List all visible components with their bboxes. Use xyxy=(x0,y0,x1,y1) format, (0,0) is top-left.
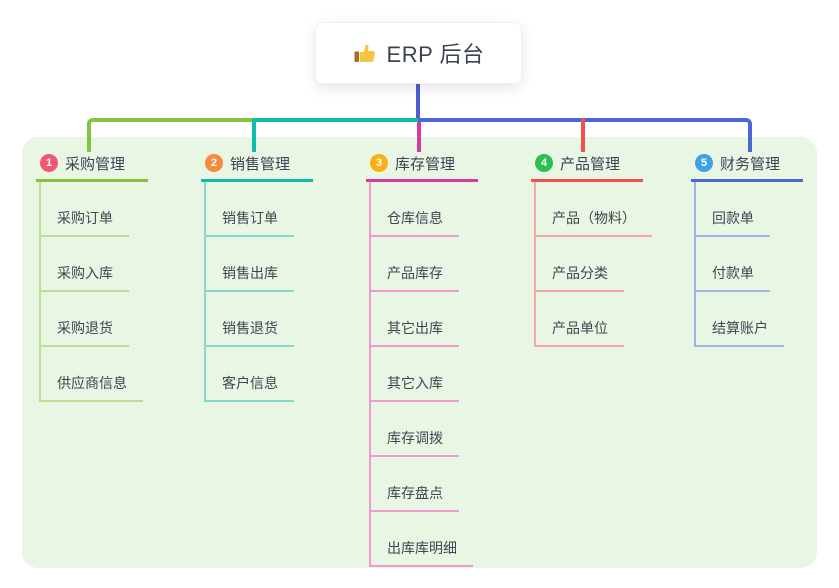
child-node[interactable]: 付款单 xyxy=(694,263,770,292)
branch-trunk-line xyxy=(534,182,536,347)
branch-number-badge: 3 xyxy=(370,154,388,172)
child-node[interactable]: 客户信息 xyxy=(204,373,294,402)
child-node[interactable]: 产品单位 xyxy=(534,318,624,347)
child-row: 销售出库 xyxy=(201,237,313,292)
branch-4: 4 产品管理产品（物料） 产品分类产品单位 xyxy=(531,150,652,347)
child-row: 销售订单 xyxy=(201,182,313,237)
child-node[interactable]: 产品（物料） xyxy=(534,208,652,237)
branch-number-badge: 2 xyxy=(205,154,223,172)
branch-label: 财务管理 xyxy=(720,155,781,173)
branch-label: 采购管理 xyxy=(65,155,126,173)
child-row: 库存调拨 xyxy=(366,402,478,457)
root-node-label: ERP 后台 xyxy=(386,42,485,67)
root-stem-line xyxy=(416,84,420,120)
child-row: 采购入库 xyxy=(36,237,148,292)
root-node[interactable]: ERP 后台 xyxy=(315,22,522,84)
child-row: 采购订单 xyxy=(36,182,148,237)
branches-panel xyxy=(22,137,817,568)
child-node[interactable]: 销售退货 xyxy=(204,318,294,347)
child-node[interactable]: 供应商信息 xyxy=(39,373,143,402)
child-node[interactable]: 仓库信息 xyxy=(369,208,459,237)
branch-2: 2 销售管理销售订单销售出库销售退货客户信息 xyxy=(201,150,313,402)
child-row: 其它出库 xyxy=(366,292,478,347)
branch-number-badge: 4 xyxy=(535,154,553,172)
thumbs-up-icon xyxy=(354,44,375,62)
child-node[interactable]: 回款单 xyxy=(694,208,770,237)
branch-trunk-line xyxy=(369,182,371,567)
child-node[interactable]: 产品分类 xyxy=(534,263,624,292)
child-node[interactable]: 其它出库 xyxy=(369,318,459,347)
branch-node-3[interactable]: 3 库存管理 xyxy=(366,150,478,182)
branch-node-5[interactable]: 5 财务管理 xyxy=(691,150,803,182)
branch-children: 仓库信息产品库存其它出库其它入库库存调拨库存盘点出库库明细 xyxy=(366,182,478,567)
child-row: 仓库信息 xyxy=(366,182,478,237)
child-node[interactable]: 采购退货 xyxy=(39,318,129,347)
child-row: 出库库明细 xyxy=(366,512,478,567)
child-node[interactable]: 结算账户 xyxy=(694,318,784,347)
child-row: 产品（物料） xyxy=(531,182,652,237)
branch-label: 销售管理 xyxy=(230,155,291,173)
child-row: 采购退货 xyxy=(36,292,148,347)
child-row: 付款单 xyxy=(691,237,803,292)
branch-5: 5 财务管理回款单付款单结算账户 xyxy=(691,150,803,347)
branch-number-badge: 1 xyxy=(40,154,58,172)
child-node[interactable]: 其它入库 xyxy=(369,373,459,402)
branch-children: 采购订单采购入库采购退货供应商信息 xyxy=(36,182,148,402)
child-row: 销售退货 xyxy=(201,292,313,347)
child-node[interactable]: 采购订单 xyxy=(39,208,129,237)
branch-node-1[interactable]: 1 采购管理 xyxy=(36,150,148,182)
branch-1: 1 采购管理采购订单采购入库采购退货供应商信息 xyxy=(36,150,148,402)
child-node[interactable]: 采购入库 xyxy=(39,263,129,292)
branch-children: 回款单付款单结算账户 xyxy=(691,182,803,347)
child-node[interactable]: 库存调拨 xyxy=(369,428,459,457)
branch-node-4[interactable]: 4 产品管理 xyxy=(531,150,643,182)
branch-children: 产品（物料） 产品分类产品单位 xyxy=(531,182,652,347)
child-row: 客户信息 xyxy=(201,347,313,402)
child-row: 产品分类 xyxy=(531,237,643,292)
branch-3: 3 库存管理仓库信息产品库存其它出库其它入库库存调拨库存盘点出库库明细 xyxy=(366,150,478,567)
branch-node-2[interactable]: 2 销售管理 xyxy=(201,150,313,182)
child-row: 其它入库 xyxy=(366,347,478,402)
child-node[interactable]: 库存盘点 xyxy=(369,483,459,512)
child-row: 回款单 xyxy=(691,182,803,237)
branch-trunk-line xyxy=(694,182,696,347)
child-node[interactable]: 产品库存 xyxy=(369,263,459,292)
branch-trunk-line xyxy=(204,182,206,402)
child-row: 供应商信息 xyxy=(36,347,148,402)
branch-number-badge: 5 xyxy=(695,154,713,172)
branch-trunk-line xyxy=(39,182,41,402)
child-row: 库存盘点 xyxy=(366,457,478,512)
child-row: 结算账户 xyxy=(691,292,803,347)
branch-label: 库存管理 xyxy=(395,155,456,173)
child-node[interactable]: 出库库明细 xyxy=(369,538,473,567)
branch-label: 产品管理 xyxy=(560,155,621,173)
branch-children: 销售订单销售出库销售退货客户信息 xyxy=(201,182,313,402)
child-node[interactable]: 销售订单 xyxy=(204,208,294,237)
child-row: 产品单位 xyxy=(531,292,643,347)
child-node[interactable]: 销售出库 xyxy=(204,263,294,292)
child-row: 产品库存 xyxy=(366,237,478,292)
